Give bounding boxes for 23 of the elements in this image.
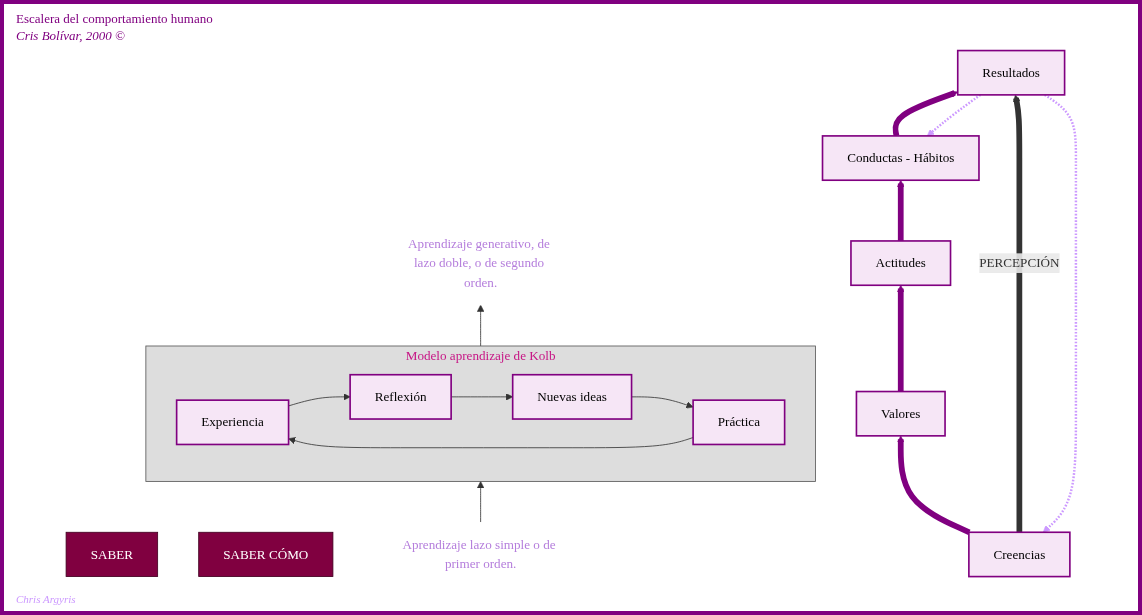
node-text: Aprendizaje generativo, de lazo doble, o de segundo orden. xyxy=(408,236,550,290)
node-box: Reflexión xyxy=(349,373,452,420)
node-box: Creencias xyxy=(968,531,1071,578)
arrow xyxy=(892,90,959,137)
node-box: Práctica xyxy=(692,399,786,446)
arrow xyxy=(1042,93,1078,533)
arrow xyxy=(897,284,905,392)
diagram-title: Escalera del comportamiento humano xyxy=(16,10,214,27)
node-box: SABER xyxy=(65,531,159,577)
node-box: Valores xyxy=(855,390,946,437)
arrow xyxy=(1013,94,1023,533)
author-note: Cris Bolívar, 2000 © xyxy=(16,27,126,44)
node-box: Actitudes xyxy=(850,240,952,287)
edge-label: PERCEPCIÓN xyxy=(979,255,1060,270)
node-box: SABER CÓMO xyxy=(198,531,334,577)
arrow xyxy=(897,179,905,241)
node-box: Nuevas ideas xyxy=(511,373,633,420)
author-note: Chris Argyris xyxy=(16,593,76,605)
arrow xyxy=(897,435,971,535)
node-box: Conductas - Hábitos xyxy=(821,135,980,182)
node-box: Resultados xyxy=(956,49,1066,96)
node-text: Aprendizaje lazo simple o de primer orden. xyxy=(402,537,556,571)
node-box: Experiencia xyxy=(175,399,290,446)
